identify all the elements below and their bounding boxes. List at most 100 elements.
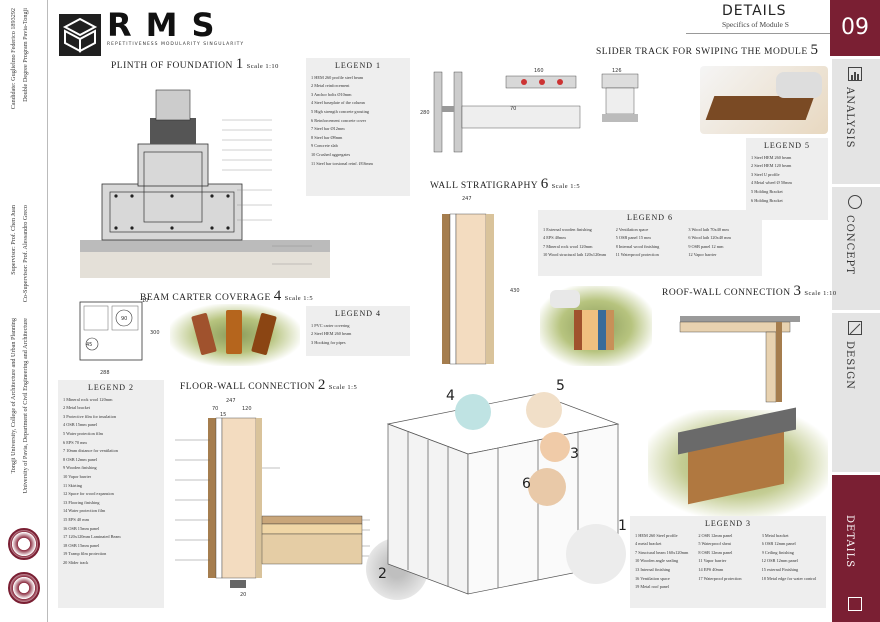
bubble-5-detail	[526, 392, 562, 428]
legend-item: 12 OSB 12mm panel	[761, 558, 798, 564]
legend-item: 11 Skirting	[63, 482, 83, 488]
legend-item: 3 Protective film for insulation	[63, 413, 116, 419]
legend-item: 6 EPS 70 mm	[63, 439, 87, 445]
tab-details[interactable]: DETAILS	[832, 474, 880, 622]
page-title: DETAILS	[722, 3, 787, 19]
legend-item: 2 Steel HEM 260 beam	[311, 331, 352, 337]
legend-item: 6 Reinforcement concrete cover	[311, 117, 366, 123]
page-subtitle: Specifics of Module S	[722, 20, 789, 29]
legend-item: 13 Flooring finishing	[63, 499, 100, 505]
legend-item: 10 Wood structural lath 120x120mm	[543, 252, 607, 258]
svg-text:45: 45	[86, 342, 92, 348]
details-icon	[848, 597, 862, 611]
tab-analysis-label: ANALYSIS	[844, 87, 855, 149]
legend-item: 5 Waterproof sheat	[698, 541, 731, 547]
svg-text:430: 430	[510, 288, 520, 294]
svg-text:15: 15	[220, 412, 226, 418]
legend-item: 16 Ventilation space	[635, 575, 670, 581]
legend-item: 17 Waterproof protection	[698, 575, 742, 581]
legend-item: 1 Steel HEM 260 beam	[751, 154, 792, 160]
legend-item: 10 Crushed aggregates	[311, 151, 351, 157]
wall-stratigraphy-drawing: 247 430	[442, 196, 520, 365]
legend-item: 7 10mm distance for ventilation	[63, 448, 118, 454]
legend-item: 2 Ventilation space	[615, 226, 649, 232]
legend-item: 4 metal bracket	[635, 541, 662, 547]
legend-item: 7 Mineral rock wool 120mm	[543, 243, 593, 249]
legend-item: 1 Mineral rock wool 120mm	[63, 396, 113, 402]
legend-item: 8 OSB 12mm panel	[698, 549, 733, 555]
legend-item: 5 OSB panel 15 mm	[615, 235, 651, 241]
bubble-3-number: 3	[570, 446, 579, 462]
legend-item: 12 Vapor barrier	[688, 252, 717, 258]
legend-item: 14 EPS 40mm	[698, 566, 724, 572]
legend-item: 11 Waterproof protection	[615, 252, 659, 258]
program: Double Degree Program Pavia-Tongji	[22, 8, 29, 102]
legend-item: 18 Metal edge for water control	[761, 575, 817, 581]
svg-text:20: 20	[240, 592, 246, 598]
legend-item: 3 Anchor bolts Ø10mm	[311, 91, 352, 97]
tab-concept-label: CONCEPT	[844, 215, 855, 275]
legend-item: 4 Metal wheel Ø 50mm	[751, 180, 792, 186]
tab-concept[interactable]: CONCEPT	[832, 186, 880, 310]
svg-text:280: 280	[420, 110, 430, 116]
design-icon	[848, 321, 862, 335]
legend-item: 6 OSB 12mm panel	[761, 541, 796, 547]
legend-item: 1 External wooden finishing	[543, 226, 592, 232]
roof-wall-drawing	[679, 316, 800, 403]
legend-item: 13 Internal finishing	[635, 566, 671, 572]
legend-item: 9 Wooden finishing	[63, 465, 97, 471]
legend-item: 6 Wood lath 120x40 mm	[688, 235, 731, 241]
credits-sidebar: Tongji University, College of Architectu…	[0, 0, 48, 622]
header-bar	[686, 0, 830, 34]
pavia-seal-logo	[8, 572, 40, 604]
legend-item: 16 OSB 15mm panel	[63, 525, 100, 531]
svg-text:300: 300	[150, 330, 160, 336]
supervisor: Supervisor: Prof. Chen Juan	[10, 205, 17, 275]
legend-item: 8 OSB 12mm panel	[63, 456, 98, 462]
legend-item: 19 Metal roof panel	[635, 584, 670, 590]
legend-item: 3 Metal bracket	[761, 532, 789, 538]
legend-item: 9 Concrete slab	[311, 143, 338, 149]
title-roofwall: ROOF-WALL CONNECTION 3 Scale 1:10	[662, 283, 837, 299]
bubble-1-number: 1	[618, 518, 627, 534]
beam-plan-drawing: 90 45 288 300 10	[79, 298, 160, 376]
slider-detail-drawing: 126	[601, 68, 639, 122]
candidate: Candidate: Guglielmo Federico 1893292	[10, 8, 17, 110]
svg-text:70: 70	[510, 106, 516, 112]
svg-text:247: 247	[226, 398, 236, 404]
legend-item: 15 external Finishing	[761, 566, 799, 572]
floor-wall-drawing: 247 70 120 15 20	[175, 398, 370, 598]
bubble-6-number: 6	[522, 476, 531, 492]
roof-wall-render-image	[648, 407, 828, 516]
svg-text:247: 247	[462, 196, 472, 202]
cosupervisor: Co-Supervisor: Prof. Alessandro Greco	[22, 205, 29, 303]
legend-item: 1 HEM 260 profile steel beam	[311, 74, 364, 80]
tab-design[interactable]: DESIGN	[832, 312, 880, 472]
legend-item: 2 Steel HEM 120 beam	[751, 163, 792, 169]
page-number: 09	[830, 0, 880, 56]
legend-item: 2 Metal bracket	[63, 405, 90, 411]
legend-item: 15 EPS 40 mm	[63, 516, 89, 522]
legend-item: 11 Steel bar torsional reinf. Ø16mm	[311, 160, 373, 166]
brand-title: RMS	[107, 6, 229, 44]
legend-item: 4 EPS 40mm	[543, 235, 566, 241]
legend-item: 2 Metal reinforcement	[311, 83, 350, 89]
svg-text:120: 120	[242, 406, 252, 412]
svg-text:10: 10	[142, 298, 148, 304]
legend-item: 2 OSB 12mm panel	[698, 532, 733, 538]
legend-item: 8 Steel bar Ø8mm	[311, 134, 343, 140]
brand-subtitle: REPETITIVENESS MODULARITY SINGULARITY	[107, 42, 245, 47]
legend-item: 3 Steel U profile	[751, 171, 780, 177]
tab-design-label: DESIGN	[844, 341, 855, 390]
chart-icon	[848, 67, 862, 81]
tab-analysis[interactable]: ANALYSIS	[832, 58, 880, 184]
concept-icon	[848, 195, 862, 209]
legend-item: 1 HEM 260 Steel profile	[635, 532, 678, 538]
bubble-4-number: 4	[446, 388, 455, 404]
title-plinth: PLINTH OF FOUNDATION 1 Scale 1:10	[111, 56, 279, 72]
